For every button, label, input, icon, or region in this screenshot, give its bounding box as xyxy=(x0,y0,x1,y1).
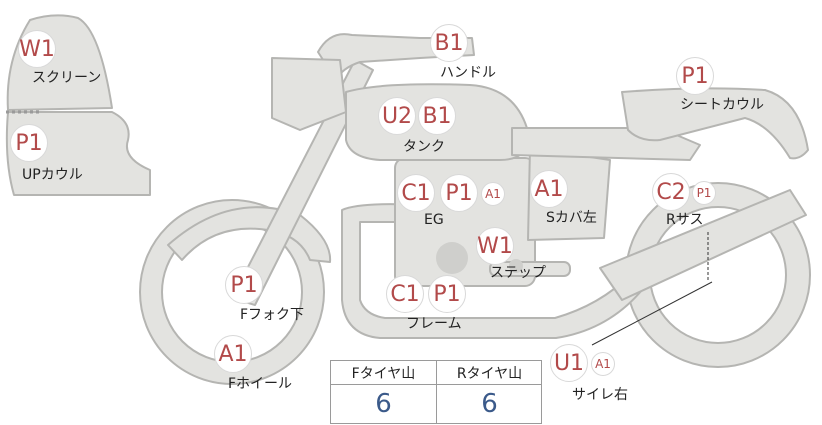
windscreen-code-badge: W1 xyxy=(18,30,56,68)
front-tread-value: 6 xyxy=(375,389,392,419)
rear-suspension-label: Rサス xyxy=(666,212,704,228)
muffler-leader-line xyxy=(591,281,713,346)
frame-code-badge-2: P1 xyxy=(428,275,466,313)
tank-label: タンク xyxy=(403,139,445,155)
handlebar-label: ハンドル xyxy=(440,65,496,81)
front-fork-shape xyxy=(231,59,374,306)
handlebar-code-badge: B1 xyxy=(430,24,468,62)
engine-small-code-badge: A1 xyxy=(481,182,505,206)
windscreen-label: スクリーン xyxy=(32,70,102,86)
front-fork-lower-label: Fフォク下 xyxy=(240,307,305,323)
step-label: ステップ xyxy=(490,265,546,281)
seat-cowl-shape xyxy=(621,87,809,160)
rear-suspension-small-code-badge: P1 xyxy=(692,181,716,205)
rear-suspension-code-badge: C2 xyxy=(652,173,690,211)
upper-cowl-code-badge: P1 xyxy=(10,124,48,162)
engine-code-badge-1: C1 xyxy=(397,174,435,212)
frame-label: フレーム xyxy=(406,316,462,332)
seat-cowl-code-badge: P1 xyxy=(676,57,714,95)
engine-code-badge-2: P1 xyxy=(440,174,478,212)
tire-tread-table: Fタイヤ山 Rタイヤ山 6 6 xyxy=(330,360,542,424)
muffler-right-small-code-badge: A1 xyxy=(591,352,615,376)
front-fork-lower-code-badge: P1 xyxy=(225,266,263,304)
muffler-shape xyxy=(599,189,807,301)
step-code-badge: W1 xyxy=(476,227,514,265)
side-cover-left-label: Sカバ左 xyxy=(546,210,597,226)
frame-code-badge-1: C1 xyxy=(386,275,424,313)
table-divider xyxy=(436,361,437,423)
engine-label: EG xyxy=(424,212,444,228)
tank-code-badge-2: B1 xyxy=(418,97,456,135)
rear-tread-value: 6 xyxy=(481,389,498,419)
headlight-shape xyxy=(271,57,347,131)
tank-code-badge-1: U2 xyxy=(378,97,416,135)
front-wheel-label: Fホイール xyxy=(228,376,293,392)
rear-tread-header: Rタイヤ山 xyxy=(437,361,542,385)
front-tread-header: Fタイヤ山 xyxy=(331,361,436,385)
front-wheel-code-badge: A1 xyxy=(214,335,252,373)
muffler-right-code-badge: U1 xyxy=(550,344,588,382)
seat-cowl-label: シートカウル xyxy=(680,97,764,113)
upper-cowl-label: UPカウル xyxy=(22,167,83,183)
muffler-right-label: サイレ右 xyxy=(572,387,628,403)
side-cover-left-code-badge: A1 xyxy=(530,170,568,208)
